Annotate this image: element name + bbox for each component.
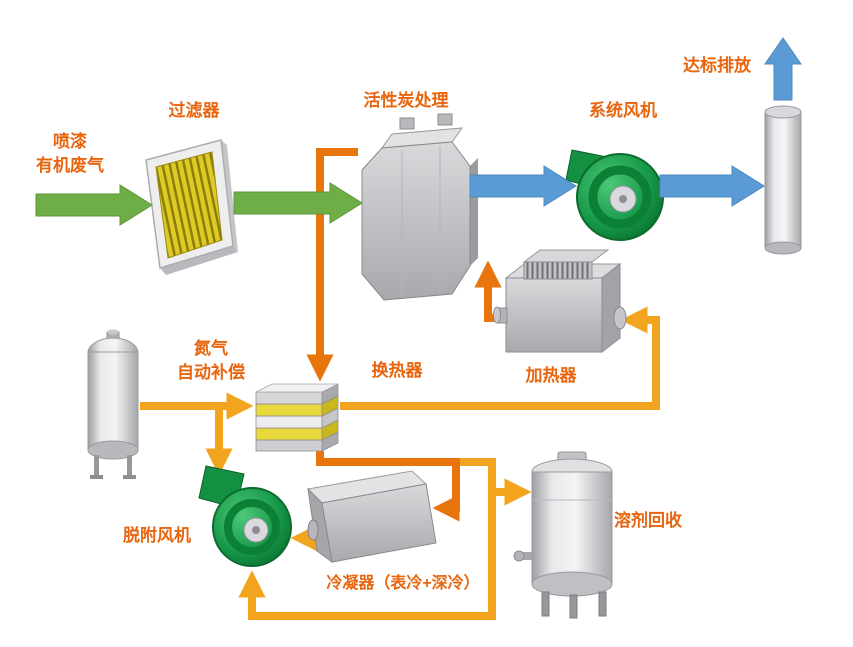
hx-slab	[255, 427, 323, 441]
activated-carbon-label: 活性炭处理	[364, 90, 449, 110]
solvent-tank-valve	[513, 550, 525, 562]
filter-depth-right	[221, 140, 238, 252]
waste-gas-label-line1: 喷漆	[53, 131, 87, 151]
desorption-fan-ring	[224, 499, 280, 555]
hx-to-condenser-line	[316, 451, 460, 522]
system-fan-hub	[619, 195, 627, 203]
chimney-top	[764, 105, 802, 119]
hx-slab	[255, 439, 323, 452]
waste-gas-arrow-2	[233, 182, 363, 224]
filter-unit	[145, 139, 238, 275]
system-fan-unit	[565, 149, 664, 241]
desorption-fan-hub	[252, 526, 260, 534]
nitrogen-tank-leg-2	[127, 455, 132, 477]
solvent-tank-leg-1	[541, 591, 550, 617]
nitrogen-tank-foot-1	[90, 475, 103, 479]
block-arrows	[35, 37, 802, 226]
solvent-tank-spout	[520, 552, 532, 560]
carbon-lug-1	[399, 117, 415, 130]
filter-media	[155, 151, 223, 259]
heater-fins-top	[522, 249, 610, 263]
system-fan-label: 系统风机	[589, 100, 657, 120]
heat-exchanger-unit	[255, 383, 339, 452]
carbon-to-hx-line	[306, 148, 358, 382]
condenser-label: 冷凝器（表冷+深冷）	[326, 573, 479, 592]
hx-slab	[255, 403, 323, 417]
heater-fins	[523, 261, 593, 280]
chimney-body	[764, 111, 802, 249]
solvent-tank-leg-2	[569, 594, 578, 619]
labels: 喷漆 有机废气 过滤器 活性炭处理 系统风机 达标排放 氮气 自动补偿 换热器 …	[36, 55, 752, 592]
solvent-tank-leg-3	[598, 591, 607, 617]
heater-label: 加热器	[525, 365, 578, 385]
nitrogen-tank	[87, 329, 139, 479]
emission-label: 达标排放	[683, 55, 752, 75]
condenser-body	[321, 483, 437, 563]
filter-label: 过滤器	[169, 100, 221, 120]
heater-left-port-flange	[493, 306, 501, 324]
nitrogen-tank-body	[87, 351, 139, 451]
solvent-recovery-tank	[513, 451, 613, 619]
nitrogen-tank-nozzle-top	[107, 329, 119, 335]
carbon-body	[361, 141, 471, 301]
system-fan-ring	[588, 165, 652, 229]
desorption-fan-unit	[198, 465, 292, 567]
filter-depth-bottom	[160, 246, 238, 275]
recovery-loop-lines	[140, 306, 660, 620]
clean-air-arrow-2	[659, 165, 765, 207]
nitrogen-label-line2: 自动补偿	[177, 362, 245, 382]
chimney-base	[764, 241, 802, 255]
emission-arrow	[764, 37, 802, 101]
nitrogen-tank-bottom	[87, 440, 139, 460]
desorption-fan-label: 脱附风机	[123, 525, 191, 545]
condenser-unit	[306, 470, 437, 564]
carbon-right-face	[470, 158, 478, 266]
heater-unit	[493, 249, 627, 354]
solvent-tank-body	[531, 471, 613, 585]
heater-right-port	[613, 306, 627, 330]
solvent-recovery-label: 溶剂回收	[614, 510, 682, 530]
hx-slab	[255, 415, 323, 429]
nitrogen-tank-leg-1	[94, 455, 99, 477]
nitrogen-tank-foot-2	[123, 475, 136, 479]
hx-to-heater-line	[340, 306, 660, 410]
waste-gas-label-line2: 有机废气	[36, 155, 104, 175]
clean-air-arrow-1	[469, 165, 577, 207]
waste-gas-arrow-1	[35, 184, 153, 226]
bottom-return-line	[238, 458, 496, 620]
carbon-lug-2	[437, 113, 453, 126]
activated-carbon-unit	[361, 113, 478, 301]
heater-body	[505, 277, 603, 353]
chimney	[764, 105, 802, 255]
nitrogen-label-line1: 氮气	[194, 338, 228, 358]
condenser-port	[307, 519, 319, 541]
heat-exchanger-label: 换热器	[372, 360, 424, 380]
hx-top-face	[255, 383, 339, 393]
hx-slab	[255, 391, 323, 405]
